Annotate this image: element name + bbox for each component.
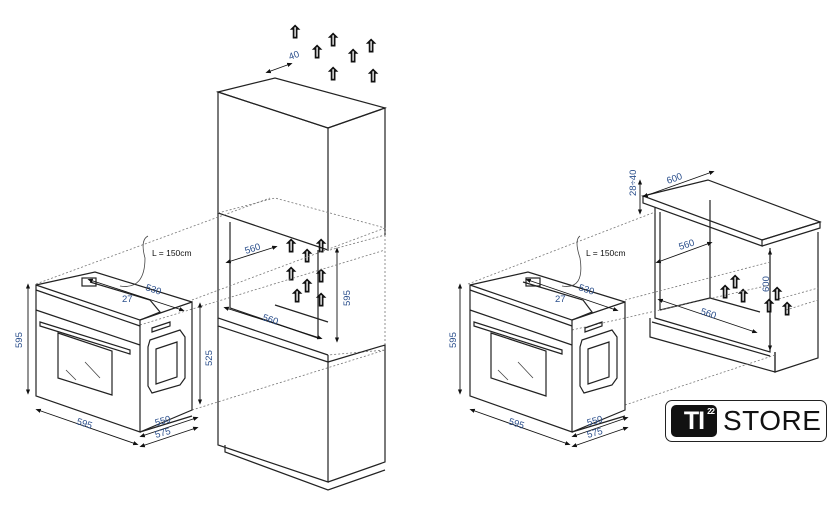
svg-text:⇧: ⇧	[314, 237, 328, 257]
svg-text:⇧: ⇧	[770, 285, 784, 305]
svg-text:⇧: ⇧	[728, 273, 742, 293]
dim-oven-depth-top: 530	[144, 282, 162, 297]
projection-lines-left	[35, 197, 386, 411]
dim-cavity-width: 560	[261, 312, 279, 327]
svg-text:⇧: ⇧	[310, 43, 324, 63]
svg-text:⇧: ⇧	[366, 67, 380, 87]
svg-text:⇧: ⇧	[284, 237, 298, 257]
dim-right-front-offset: 27	[555, 294, 566, 305]
ventilation-arrows-base: ⇧⇧ ⇧⇧ ⇧⇧	[718, 273, 795, 321]
dim-right-oven-total-depth: 575	[586, 426, 604, 441]
logo-mark: TI 22	[671, 405, 717, 437]
dim-oven-body-height: 525	[204, 350, 215, 366]
svg-text:⇧: ⇧	[780, 300, 794, 320]
oven-left	[35, 235, 193, 433]
dim-worktop-gap: 28÷40	[628, 170, 639, 196]
svg-text:⇧: ⇧	[326, 65, 340, 85]
dim-oven-depth: 550	[154, 414, 172, 429]
dim-right-oven-height: 595	[448, 332, 459, 348]
svg-text:⇧: ⇧	[300, 247, 314, 267]
ventilation-arrows-top: ⇧⇧ ⇧⇧ ⇧⇧ ⇧	[288, 23, 381, 88]
svg-text:⇧: ⇧	[284, 265, 298, 285]
store-logo: TI 22 STORE	[665, 400, 827, 442]
dim-oven-width: 595	[75, 416, 93, 431]
dim-base-cavity-width: 560	[699, 306, 717, 321]
dim-worktop-depth: 600	[665, 171, 684, 187]
cable-length-left: L = 150cm	[152, 248, 192, 258]
dim-right-oven-width: 595	[507, 416, 525, 431]
dim-oven-total-depth: 575	[154, 426, 172, 441]
svg-text:⇧: ⇧	[300, 277, 314, 297]
oven-right	[469, 235, 626, 433]
dim-cavity-depth: 560	[244, 241, 262, 256]
dim-oven-height: 595	[14, 332, 25, 348]
dim-base-cavity-depth: 560	[678, 237, 696, 252]
ventilation-arrows-cavity: ⇧⇧ ⇧⇧ ⇧⇧ ⇧⇧	[284, 237, 329, 312]
logo-superscript: 22	[707, 407, 715, 416]
svg-text:⇧: ⇧	[290, 287, 304, 307]
logo-mark-text: TI	[683, 406, 705, 435]
svg-text:⇧: ⇧	[326, 31, 340, 51]
logo-name: STORE	[723, 405, 822, 436]
svg-text:⇧: ⇧	[288, 23, 302, 43]
dim-vent-gap: 40	[287, 49, 301, 63]
svg-text:⇧: ⇧	[346, 47, 360, 67]
svg-text:⇧: ⇧	[718, 283, 732, 303]
projection-lines-right	[467, 211, 776, 406]
dim-base-cavity-height: 600	[761, 276, 772, 292]
svg-text:⇧: ⇧	[364, 37, 378, 57]
dim-right-oven-depth: 550	[586, 414, 604, 429]
dim-cavity-height: 595	[342, 290, 353, 306]
cable-length-right: L = 150cm	[586, 248, 626, 258]
svg-text:⇧: ⇧	[314, 291, 328, 311]
dim-front-offset: 27	[122, 294, 133, 305]
dim-right-oven-depth-top: 530	[577, 282, 595, 297]
svg-text:⇧: ⇧	[314, 267, 328, 287]
